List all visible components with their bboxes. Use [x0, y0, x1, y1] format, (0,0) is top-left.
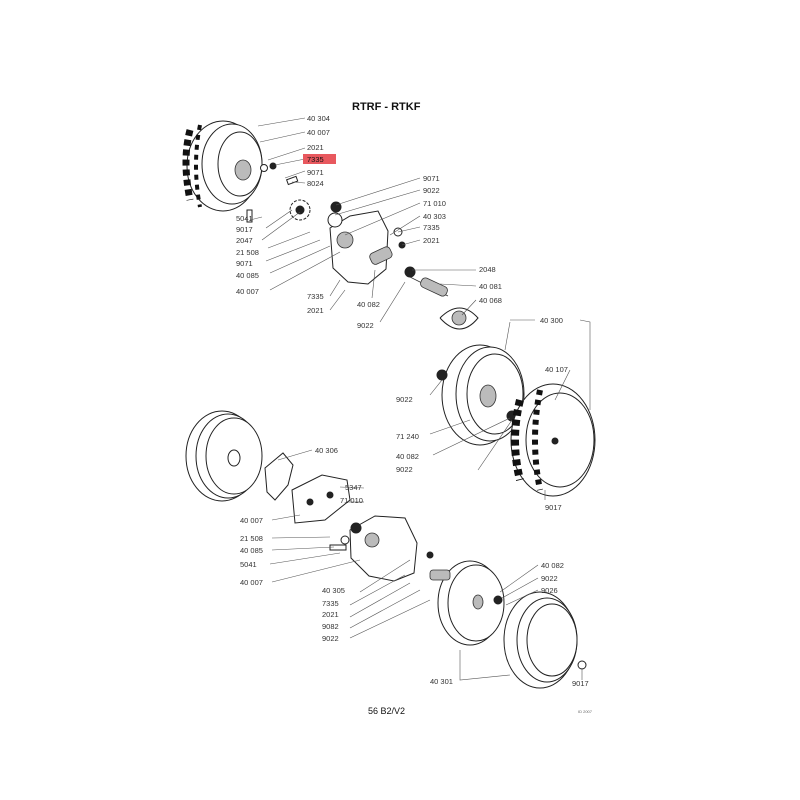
label-71240: 71 240	[396, 432, 419, 441]
label-9022: 9022	[322, 634, 339, 643]
rear-wheel-bottom	[185, 410, 294, 502]
label-9022: 9022	[396, 395, 413, 404]
label-40300: 40 300	[540, 316, 563, 325]
label-2047: 2047	[236, 236, 253, 245]
label-40007: 40 007	[240, 516, 263, 525]
label-7335: 7335	[322, 599, 339, 608]
label-2021: 2021	[423, 236, 440, 245]
label-9071: 9071	[423, 174, 440, 183]
label-40304: 40 304	[307, 114, 330, 123]
label-2021: 2021	[307, 143, 324, 152]
diagram-title: RTRF - RTKF	[352, 101, 421, 113]
label-40305: 40 305	[322, 586, 345, 595]
parts-drawings	[182, 120, 596, 689]
tire-40107	[510, 383, 596, 497]
label-9071: 9071	[307, 168, 324, 177]
label-40007: 40 007	[307, 128, 330, 137]
label-7335: 7335	[423, 223, 440, 232]
label-8024: 8024	[307, 179, 324, 188]
label-9022: 9022	[541, 574, 558, 583]
label-9017: 9017	[572, 679, 589, 688]
label-21508: 21 508	[240, 534, 263, 543]
mounting-plate	[291, 474, 351, 524]
label-9071: 9071	[236, 259, 253, 268]
label-71010: 71 010	[340, 496, 363, 505]
label-21508: 21 508	[236, 248, 259, 257]
label-9017: 9017	[236, 225, 253, 234]
label-2021: 2021	[322, 610, 339, 619]
gear-housing-bottom	[329, 515, 434, 582]
label-40068: 40 068	[479, 296, 502, 305]
diagram-footer: 56 B2/V2	[368, 706, 405, 716]
label-40082: 40 082	[541, 561, 564, 570]
label-2021: 2021	[307, 306, 324, 315]
leader-lines	[249, 117, 591, 681]
label-40007: 40 007	[240, 578, 263, 587]
front-wheel-large	[436, 344, 525, 446]
label-9082: 9082	[322, 622, 339, 631]
label-40306: 40 306	[315, 446, 338, 455]
label-40085: 40 085	[236, 271, 259, 280]
label-40107: 40 107	[545, 365, 568, 374]
label-9026: 9026	[541, 586, 558, 595]
tire-lower	[503, 591, 587, 689]
highlight-marker	[303, 154, 336, 164]
label-7335: 7335	[307, 292, 324, 301]
label-9022: 9022	[396, 465, 413, 474]
small-code: ID 2007	[578, 709, 593, 714]
rear-wheel-top	[182, 120, 263, 212]
label-9022: 9022	[357, 321, 374, 330]
washer-7335	[269, 162, 277, 170]
label-40082: 40 082	[357, 300, 380, 309]
part-labels: 40 304 40 007 2021 7335 9071 8024 5041 9…	[236, 114, 589, 688]
label-40007: 40 007	[236, 287, 259, 296]
label-40301: 40 301	[430, 677, 453, 686]
label-40303: 40 303	[423, 212, 446, 221]
label-40085: 40 085	[240, 546, 263, 555]
label-71010: 71 010	[423, 199, 446, 208]
label-5347: 5347	[345, 483, 362, 492]
label-7335-highlighted[interactable]: 7335	[307, 155, 324, 164]
label-5041: 5041	[236, 214, 253, 223]
label-9017: 9017	[545, 503, 562, 512]
label-5041: 5041	[240, 560, 257, 569]
label-40082: 40 082	[396, 452, 419, 461]
label-9022: 9022	[423, 186, 440, 195]
front-wheel-small	[429, 560, 505, 646]
label-2048: 2048	[479, 265, 496, 274]
label-40081: 40 081	[479, 282, 502, 291]
